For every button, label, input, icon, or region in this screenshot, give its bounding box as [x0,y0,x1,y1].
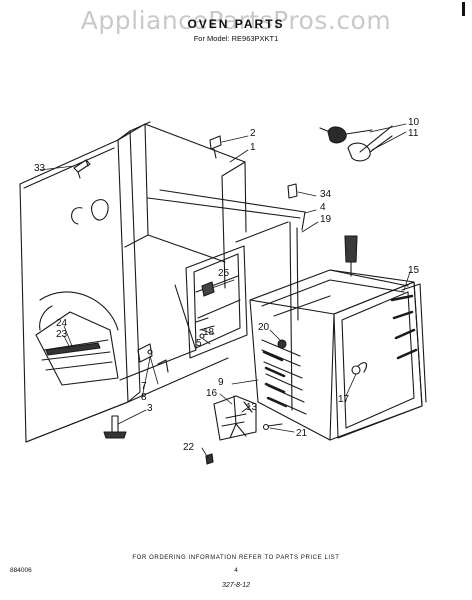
callout-11: 11 [408,128,419,139]
callout-4: 4 [320,202,326,213]
screw-part-22 [205,453,214,465]
watermark: AppliancePartsPros.com [80,6,392,35]
callout-17: 17 [338,394,350,405]
callout-16: 16 [206,388,218,399]
page-number: 4 [234,567,238,574]
callout-5: 5 [196,338,202,349]
callout-23: 23 [56,329,68,340]
sensor-part-19 [344,235,358,277]
callout-21: 21 [296,428,308,439]
callout-10: 10 [408,117,420,128]
diagram-title: OVEN PARTS [187,17,285,31]
clip-part-34 [287,183,298,199]
callout-33: 33 [34,163,46,174]
callout-15: 15 [408,265,420,276]
model-number: For Model: RE963PXKT1 [193,34,279,43]
callout-20: 20 [258,322,270,333]
oven-cavity [249,269,427,441]
callout-7: 7 [141,381,147,392]
callout-8: 8 [141,392,147,403]
leader-lines [39,123,411,459]
callout-1: 1 [250,142,256,153]
clip-part-25 [201,281,215,297]
handwritten-code: 327-8-12 [221,582,251,589]
callout-3: 3 [147,403,153,414]
callout-34: 34 [320,189,332,200]
screw-part-2 [209,135,222,159]
callout-25: 25 [218,268,230,279]
callout-24: 24 [56,318,68,329]
document-code: 884006 [10,567,32,574]
callout-19: 19 [320,214,332,225]
callout-22: 22 [183,442,195,453]
ordering-note: FOR ORDERING INFORMATION REFER TO PARTS … [132,555,340,561]
cabinet-frame [19,121,306,443]
leveling-leg-part-3 [103,415,127,439]
callout-9: 9 [218,377,224,388]
callout-13: 13 [246,402,258,413]
corner-mark [462,2,465,16]
callout-2: 2 [250,128,256,139]
callout-18: 18 [203,327,215,338]
fastener-part-21 [262,423,283,431]
